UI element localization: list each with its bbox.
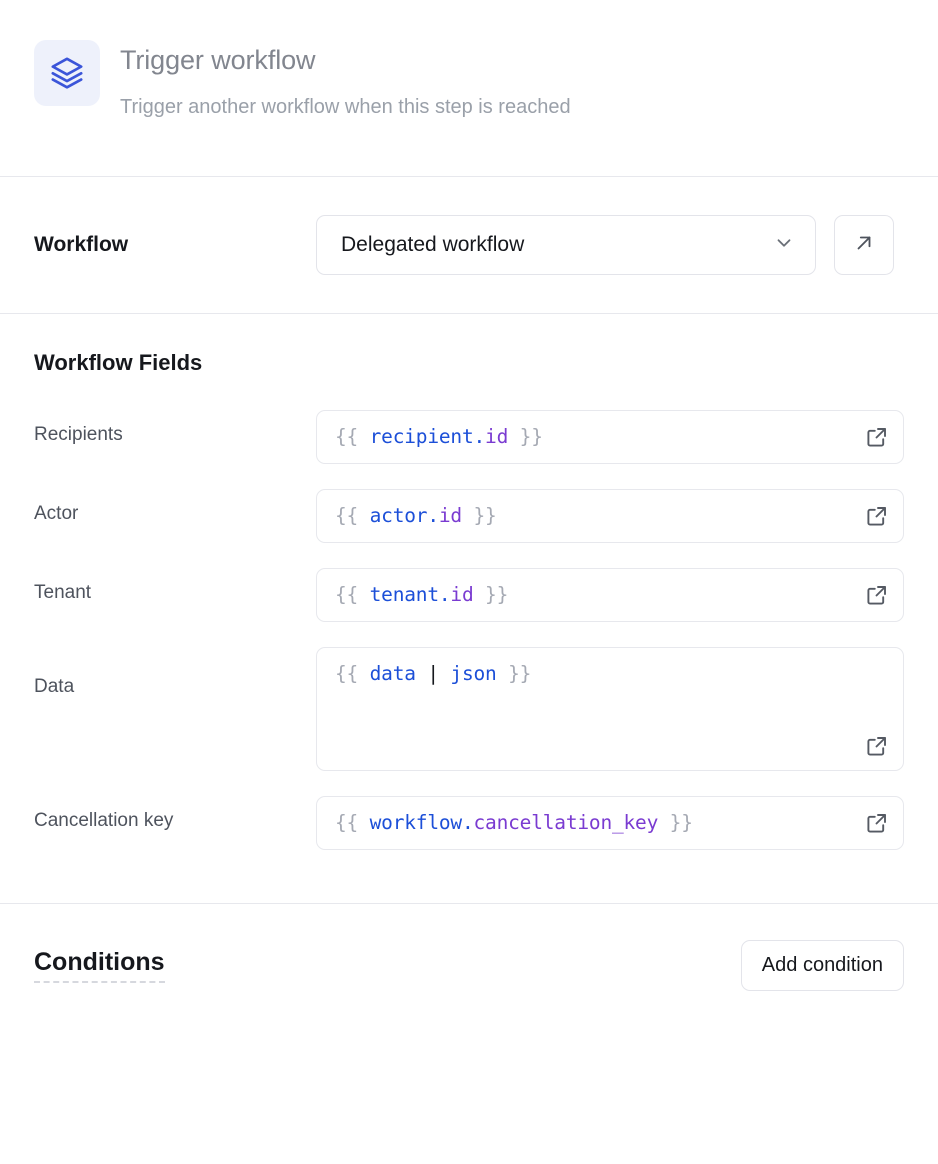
- divider-workflow: [0, 313, 938, 314]
- external-link-icon[interactable]: [865, 583, 889, 607]
- field-label-cancellation-key: Cancellation key: [34, 810, 174, 831]
- workflow-select[interactable]: Delegated workflow: [316, 215, 816, 275]
- conditions-title[interactable]: Conditions: [34, 948, 165, 983]
- field-value-tenant: {{ tenant.id }}: [335, 583, 509, 606]
- field-row: Cancellation key {{ workflow.cancellation…: [34, 796, 904, 850]
- divider-fields: [0, 903, 938, 904]
- field-row: Data {{ data | json }}: [34, 647, 904, 771]
- step-header-texts: Trigger workflow Trigger another workflo…: [120, 36, 571, 122]
- field-value-data: {{ data | json }}: [335, 662, 532, 685]
- field-row: Tenant {{ tenant.id }}: [34, 568, 904, 622]
- field-input-actor[interactable]: {{ actor.id }}: [316, 489, 904, 543]
- layers-icon: [34, 40, 100, 106]
- field-label-recipients: Recipients: [34, 424, 123, 445]
- workflow-select-row: Workflow Delegated workflow: [0, 177, 938, 313]
- external-link-icon[interactable]: [865, 811, 889, 835]
- external-link-icon[interactable]: [865, 734, 889, 758]
- workflow-label: Workflow: [34, 233, 129, 256]
- open-workflow-button[interactable]: [834, 215, 894, 275]
- workflow-fields-title: Workflow Fields: [34, 350, 203, 375]
- page-subtitle: Trigger another workflow when this step …: [120, 96, 571, 118]
- workflow-select-value: Delegated workflow: [341, 233, 525, 256]
- field-value-cancellation-key: {{ workflow.cancellation_key }}: [335, 811, 693, 834]
- external-link-icon[interactable]: [865, 504, 889, 528]
- field-label-actor: Actor: [34, 503, 79, 524]
- field-input-tenant[interactable]: {{ tenant.id }}: [316, 568, 904, 622]
- step-header: Trigger workflow Trigger another workflo…: [0, 0, 938, 176]
- divider-header: [0, 176, 938, 177]
- conditions-section: Conditions Add condition: [0, 904, 938, 991]
- field-input-recipients[interactable]: {{ recipient.id }}: [316, 410, 904, 464]
- field-input-cancellation-key[interactable]: {{ workflow.cancellation_key }}: [316, 796, 904, 850]
- workflow-fields-list: Recipients {{ recipient.id }} Actor {{ acto…: [34, 410, 904, 850]
- field-row: Actor {{ actor.id }}: [34, 489, 904, 543]
- chevron-down-icon: [773, 232, 795, 259]
- field-value-actor: {{ actor.id }}: [335, 504, 497, 527]
- add-condition-button[interactable]: Add condition: [740, 940, 904, 991]
- external-link-icon[interactable]: [865, 425, 889, 449]
- field-input-data[interactable]: {{ data | json }}: [316, 647, 904, 771]
- arrow-up-right-icon: [853, 232, 875, 259]
- field-label-data: Data: [34, 676, 75, 697]
- workflow-fields-section: Workflow Fields Recipients {{ recipient.i…: [0, 314, 938, 903]
- page-title: Trigger workflow: [120, 45, 316, 75]
- field-value-recipients: {{ recipient.id }}: [335, 425, 543, 448]
- field-row: Recipients {{ recipient.id }}: [34, 410, 904, 464]
- field-label-tenant: Tenant: [34, 582, 92, 603]
